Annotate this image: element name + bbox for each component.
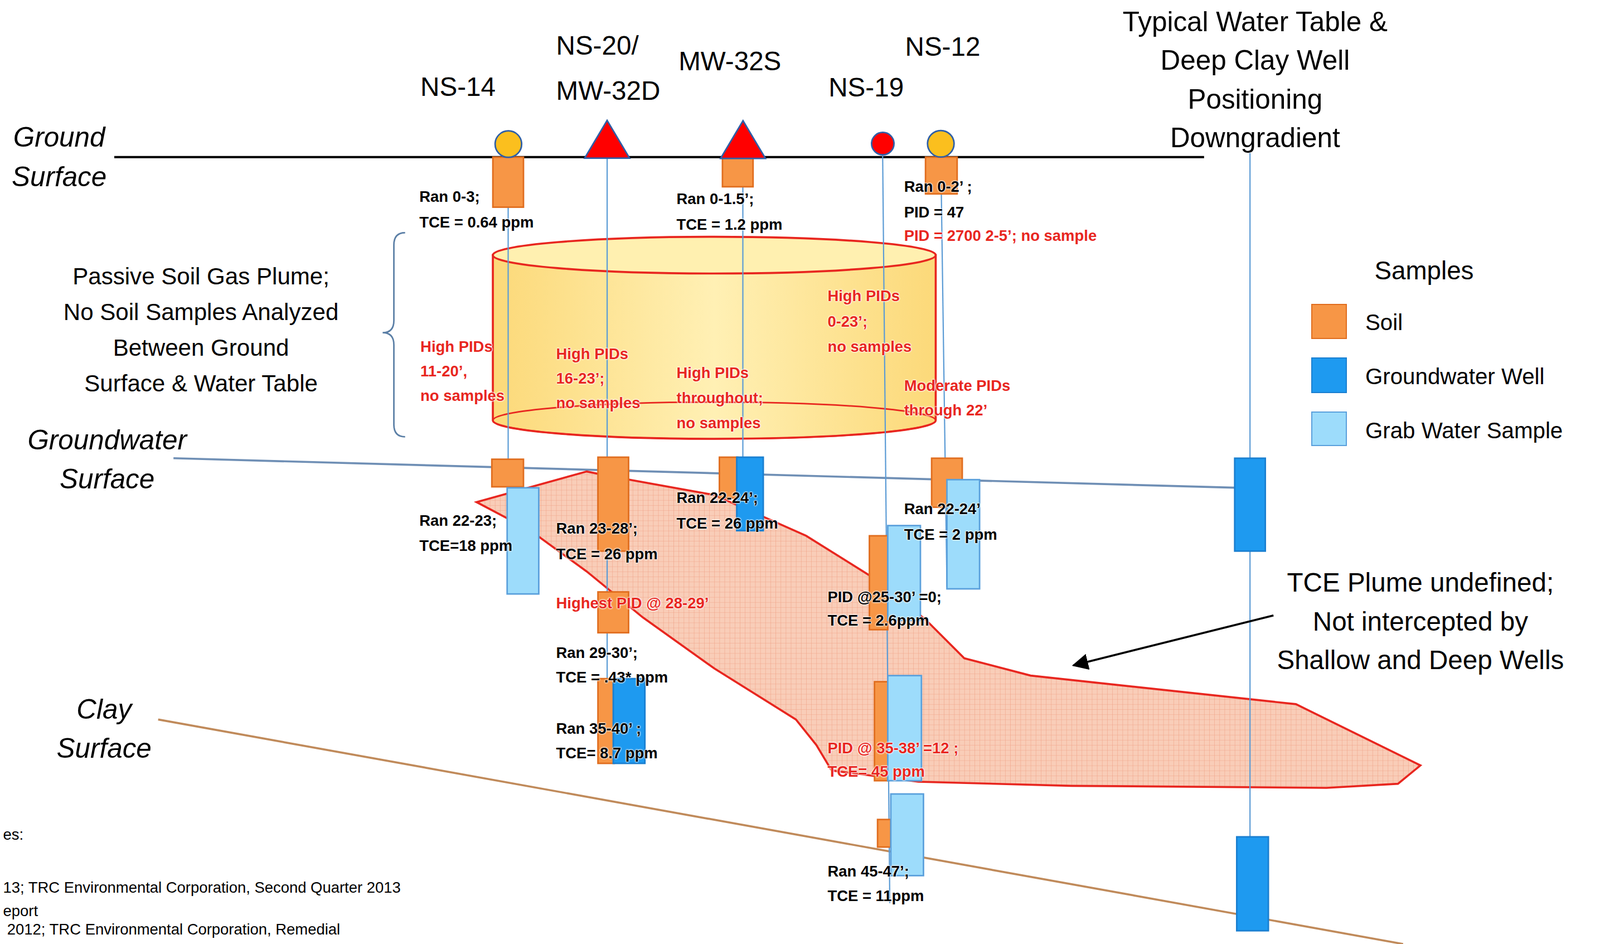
bracket [382, 232, 405, 437]
soil-samples [491, 157, 963, 847]
pid-note: Highest PID @ 28-29’ [556, 590, 710, 616]
well-marker: MW-32S [675, 45, 785, 162]
pid-note: High PIDs 16-23’; no samples [556, 341, 641, 416]
callout-arrow [1073, 615, 1274, 666]
well-label: Typical Water Table & Deep Clay Well Pos… [1122, 2, 1388, 158]
well-label: MW-32S [678, 45, 782, 79]
source-note: es: [2, 824, 24, 846]
legend-swatch [1311, 303, 1347, 339]
legend-swatch [1311, 357, 1347, 394]
groundwater-line [173, 458, 1240, 488]
legend-label: Groundwater Well [1365, 362, 1545, 391]
sample-note: Ran 22-24’ TCE = 2 ppm [904, 496, 998, 548]
soil-sample [722, 158, 754, 187]
groundwater-well [1234, 458, 1266, 552]
ground-surface-line [114, 156, 1205, 159]
well-label: NS-14 [420, 68, 496, 106]
sample-note: Ran 22-24’; TCE = 26 ppm [676, 485, 779, 537]
soil-sample [492, 157, 524, 208]
plume-callout: TCE Plume undefined; Not intercepted by … [1276, 563, 1564, 680]
pid-note: High PIDs 11-20’, no samples [420, 334, 505, 409]
legend-swatch [1311, 411, 1347, 446]
well-circle [871, 132, 894, 155]
pid-note: Moderate PIDs through 22’ [904, 373, 1011, 423]
legend-label: Grab Water Sample [1365, 416, 1563, 445]
pid-note: High PIDs 0-23’; no samples [827, 283, 912, 360]
well-triangle [720, 120, 766, 159]
pid-note: High PIDs throughout; no samples [676, 360, 764, 436]
sample-note: Ran 0-1.5’; TCE = 1.2 ppm [676, 186, 783, 238]
sample-note: PID @25-30’ =0; TCE = 2.6ppm [827, 585, 942, 633]
well-label: NS-19 [828, 69, 904, 106]
well-casings [508, 153, 1251, 929]
sample-note: Ran 0-2’ ; PID = 47 [904, 173, 973, 226]
groundwater-well [1236, 836, 1269, 931]
surface-label: Ground Surface [11, 117, 107, 197]
sample-note: Ran 29-30’; TCE = .43* ppm [556, 640, 669, 690]
source-note: eport [2, 900, 38, 922]
well-label: NS-20/ MW-32D [556, 23, 661, 114]
cylinder-top [492, 236, 936, 274]
source-note: 2012; TRC Environmental Corporation, Rem… [7, 919, 341, 940]
surface-label: Groundwater Surface [27, 420, 187, 498]
soil-gas-cylinder [492, 255, 936, 439]
sample-note: Ran 35-40’ ; TCE= 8.7 ppm [556, 716, 658, 766]
well-marker: NS-20/ MW-32D [553, 23, 664, 162]
soil-sample [877, 819, 891, 847]
surface-label: Clay Surface [56, 689, 152, 768]
pid-note: PID = 2700 2-5’; no sample [904, 223, 1097, 249]
sample-note: Ran 23-28’; TCE = 26 ppm [556, 515, 658, 567]
well-circle [495, 130, 522, 158]
pid-note: PID @ 35-38’ =12 ; TCE= 45 ppm [827, 736, 959, 784]
well-casing [941, 157, 948, 588]
well-marker: NS-12 [902, 28, 984, 160]
plume-note: Passive Soil Gas Plume; No Soil Samples … [63, 258, 339, 402]
well-label: NS-12 [905, 28, 981, 66]
sample-note: Ran 22-23; TCE=18 ppm [419, 507, 513, 560]
well-marker: NS-14 [417, 68, 525, 161]
soil-sample [491, 459, 524, 487]
sample-note: Ran 0-3; TCE = 0.64 ppm [419, 183, 534, 236]
legend-title: Samples [1374, 255, 1474, 287]
groundwater-wells [613, 457, 1269, 931]
well-marker: NS-19 [825, 69, 908, 158]
well-circle [927, 130, 955, 158]
source-note: 13; TRC Environmental Corporation, Secon… [2, 877, 401, 899]
well-triangle [584, 120, 630, 159]
legend-label: Soil [1365, 308, 1403, 337]
sample-note: Ran 45-47’; TCE = 11ppm [827, 859, 924, 909]
